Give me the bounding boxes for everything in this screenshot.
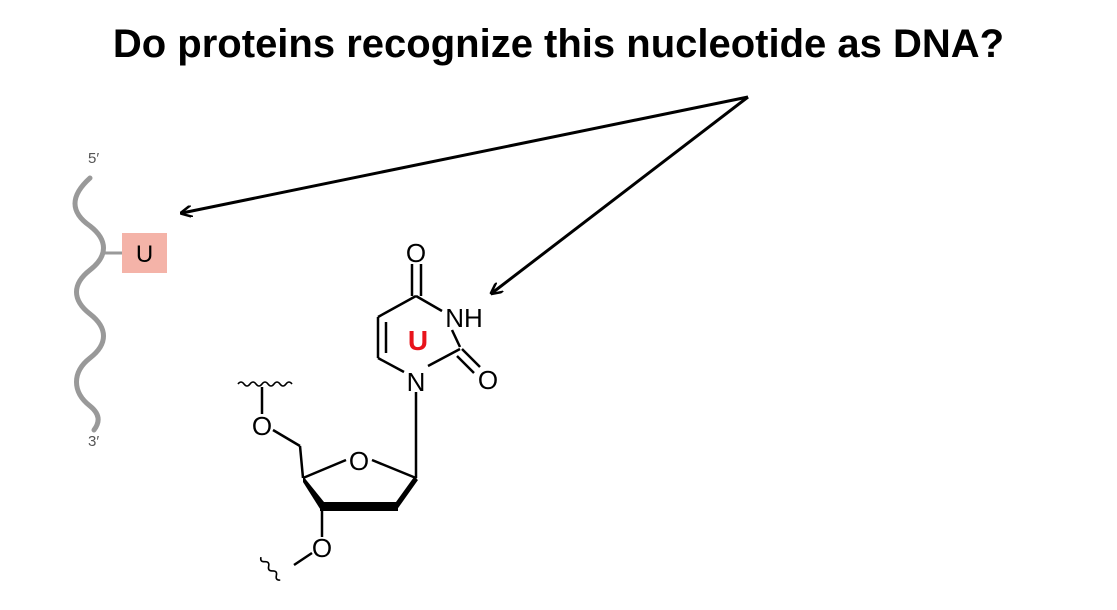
five-prime-label: 5′ [88,150,99,167]
carbonyl-oxygen-top: O [406,238,426,268]
arrow-to-nh [492,95,749,293]
n1-nitrogen: N [407,367,426,397]
uracil-ring-label: U [408,325,428,356]
strand-backbone [72,175,106,433]
carbonyl-oxygen-right: O [478,365,498,395]
uracil-structure [376,264,481,478]
arrow-to-strand-base [182,95,749,213]
base-letter: U [136,241,153,268]
slide-title: Do proteins recognize this nucleotide as… [112,22,1005,66]
schematic-strand: 5′ U 3′ [72,150,167,450]
arrows [182,95,749,293]
base-box [122,233,167,273]
three-prime-oxygen: O [312,533,332,563]
five-prime-oxygen: O [252,411,272,441]
atom-labels: O NH N O O O O U [252,238,498,563]
ring-oxygen: O [349,446,369,476]
wavy-truncations [237,381,293,581]
nh-group: NH [445,303,483,333]
furanose-bold-edges [303,476,418,512]
deoxyribose-ring [260,387,418,567]
three-prime-label: 3′ [88,433,99,450]
